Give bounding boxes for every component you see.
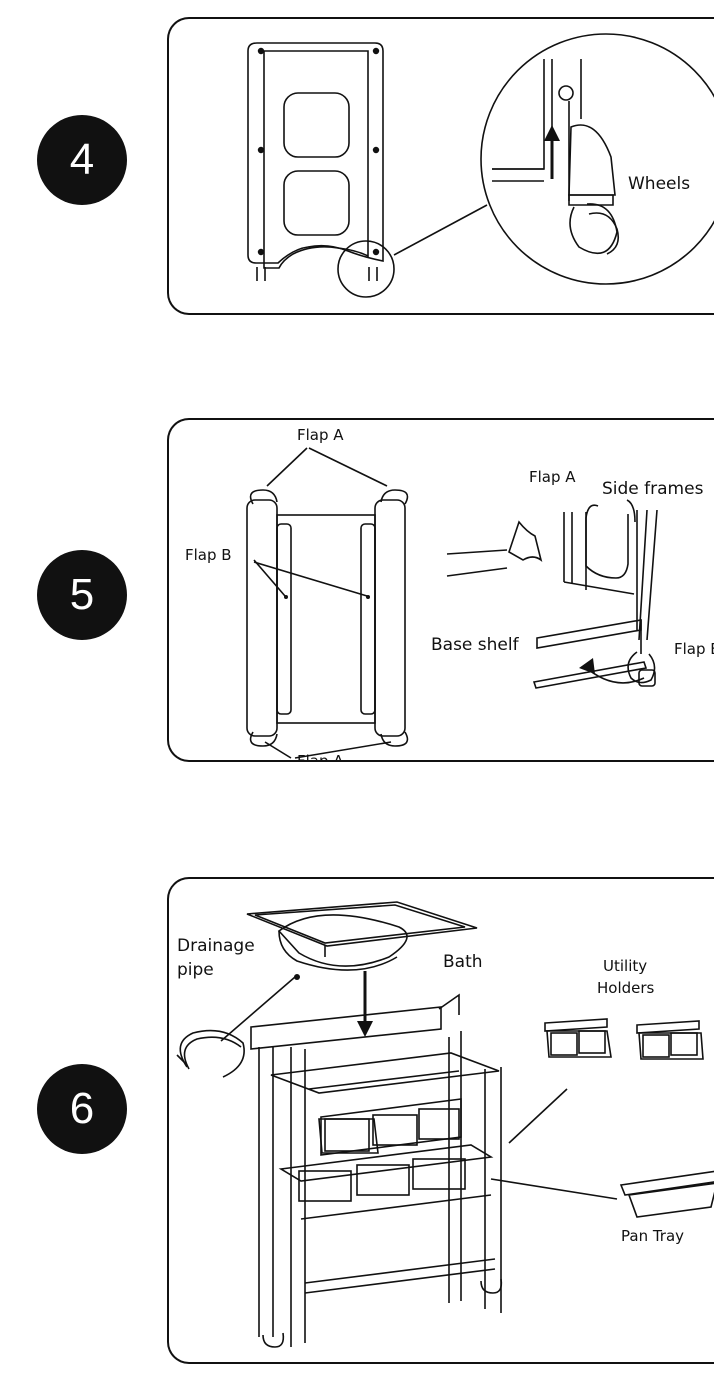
step-4-badge: 4 [37, 115, 127, 205]
utility-holders-label-1: Utility [603, 957, 647, 975]
down-arrow [357, 971, 373, 1037]
bath-tub [246, 901, 478, 971]
flap-b-dot-right [366, 595, 370, 599]
step-6-panel: Drainage pipe Bath Utility Holders Pan T… [167, 877, 714, 1364]
drainage-pipe [176, 976, 296, 1078]
step-6-illustration: Drainage pipe Bath Utility Holders Pan T… [176, 901, 714, 1348]
step-4-illustration: Wheels [247, 33, 714, 298]
changing-unit-frame [250, 993, 503, 1348]
flap-a-bottom-label: Flap A [297, 752, 344, 760]
zoom-callout [337, 33, 714, 298]
base-shelf-label: Base shelf [431, 635, 520, 655]
step-6-badge: 6 [37, 1064, 127, 1154]
wheels-label: Wheels [628, 174, 690, 194]
pan-tray-label: Pan Tray [621, 1227, 684, 1245]
flap-a-detail-label: Flap A [529, 468, 576, 486]
flap-a-top-label: Flap A [297, 426, 344, 444]
rotate-arrow-head [579, 658, 595, 674]
step-5-panel: Flap A Flap B Flap A Flap A Side frames … [167, 418, 714, 762]
side-frame-panel [247, 42, 384, 281]
up-arrow [544, 125, 560, 179]
utility-holders-label-2: Holders [597, 979, 655, 997]
base-shelf-detail [446, 499, 658, 689]
step-4-number: 4 [69, 135, 95, 184]
step-6-number: 6 [69, 1084, 95, 1133]
step-5-number: 5 [69, 570, 95, 619]
step-5-illustration: Flap A Flap B Flap A Flap A Side frames … [185, 426, 714, 760]
flap-b-detail-label: Flap B [674, 640, 714, 658]
step-4-panel: Wheels [167, 17, 714, 315]
pipe-connector [294, 974, 300, 980]
pan-tray-leader [490, 1178, 618, 1200]
utility-leader [508, 1088, 568, 1144]
drainage-pipe-label-2: pipe [177, 960, 214, 980]
pan-tray [619, 1170, 714, 1218]
flap-b-dot-left [284, 595, 288, 599]
step-5-badge: 5 [37, 550, 127, 640]
utility-holders [544, 1018, 704, 1060]
bath-label: Bath [443, 952, 483, 972]
wheel-detail [492, 59, 620, 255]
flap-b-label: Flap B [185, 546, 232, 564]
side-frames-label: Side frames [602, 479, 704, 499]
drainage-pipe-label-1: Drainage [177, 936, 255, 956]
frame-top-view [246, 447, 409, 759]
